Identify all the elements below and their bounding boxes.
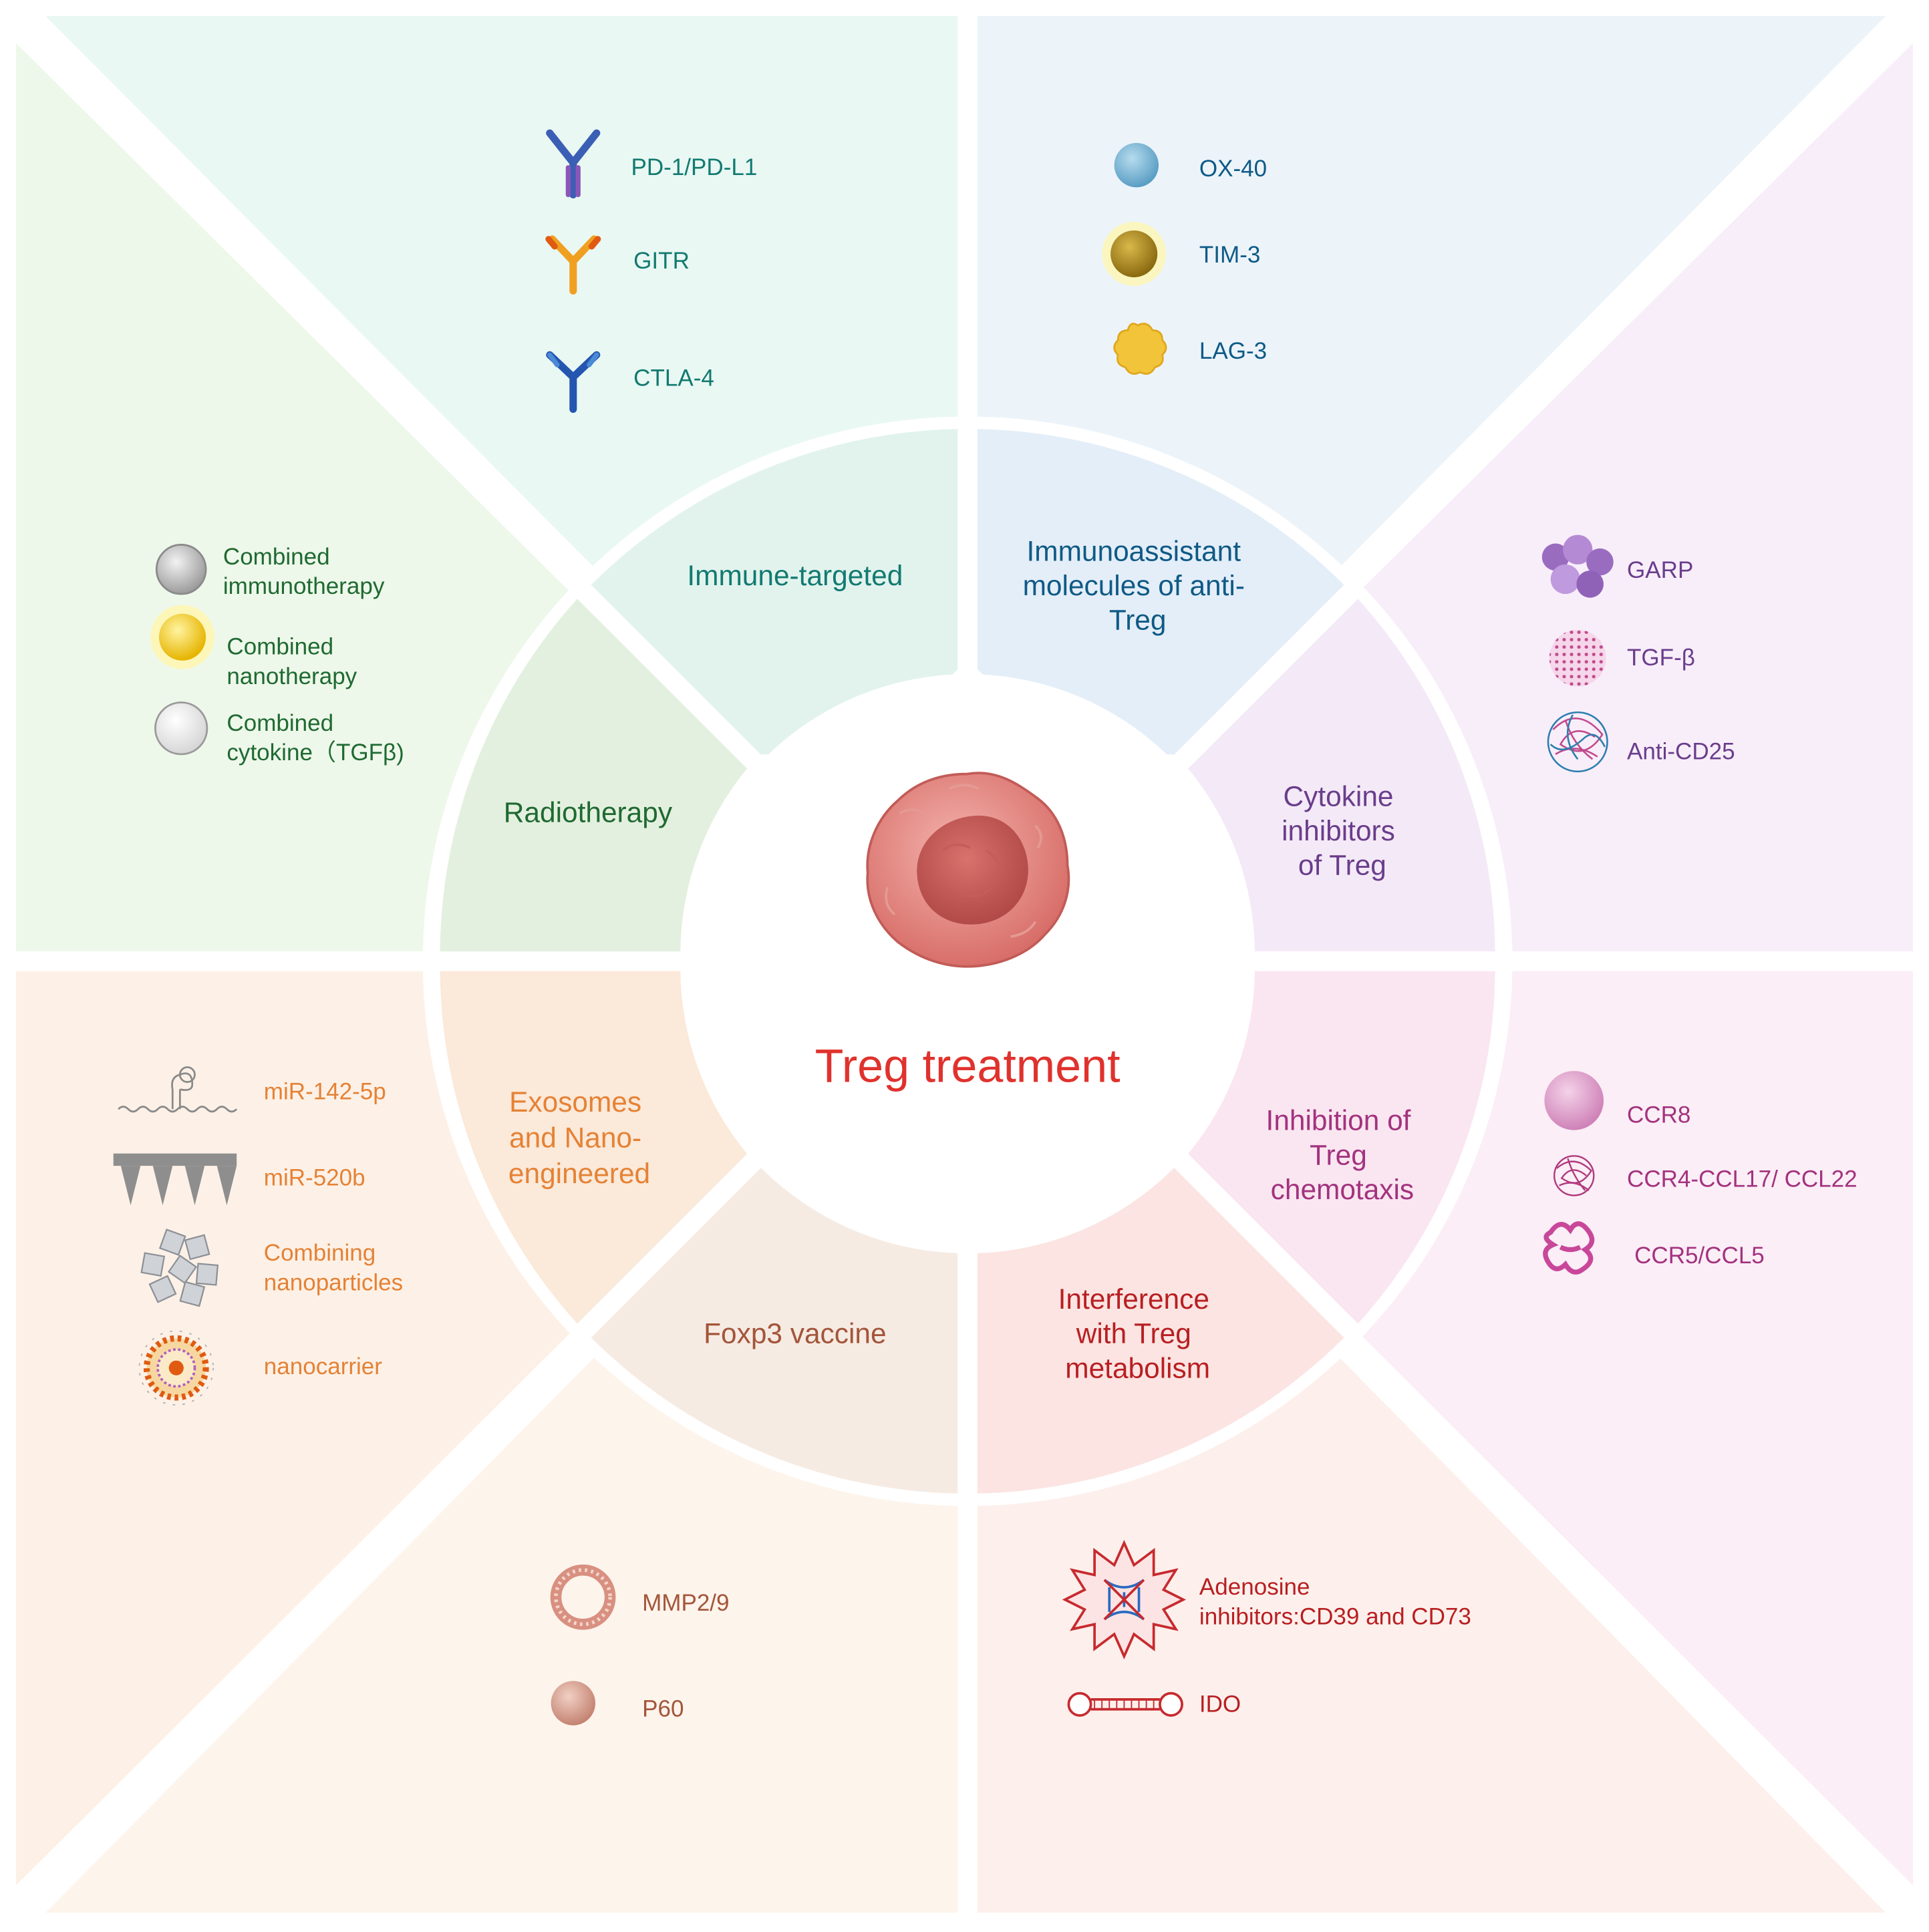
blue-sphere-icon [1114, 142, 1159, 188]
yellow-blob-icon [1113, 323, 1167, 375]
ring-segment-foxp3 [591, 1168, 958, 1494]
dumbbell-rna-icon [1067, 1692, 1183, 1717]
ring-segment-chemotaxis [1188, 971, 1495, 1324]
category-label-assistant: Immunoassistant molecules of anti- Treg [1023, 535, 1253, 635]
item-label-garp: GARP [1627, 557, 1693, 583]
assistant-items: OX-40 TIM-3 LAG-3 [1102, 142, 1267, 375]
item-label-ctla4: CTLA-4 [633, 365, 714, 391]
ring-segment-metabolism [977, 1168, 1344, 1494]
cytokine-items: GARP TGF-β Anti-CD25 [1541, 534, 1735, 773]
ring-segment-cytokine [1188, 599, 1495, 952]
ring-segment-exosome [440, 971, 748, 1324]
item-label-nanotherapy: Combined nanotherapy [227, 634, 357, 689]
metabolism-items: Adenosine inhibitors:CD39 and CD73 IDO [1062, 1540, 1471, 1717]
antibody-orange-icon [545, 235, 601, 295]
item-label-mmp: MMP2/9 [642, 1590, 729, 1616]
item-label-nanocarrier: nanocarrier [264, 1353, 383, 1380]
tumor-cell-icon [866, 772, 1070, 968]
category-label-cytokine: Cytokine inhibitors of Treg [1282, 780, 1403, 880]
coiled-chain-icon [1543, 1221, 1595, 1275]
item-label-mir142: miR-142-5p [264, 1078, 386, 1104]
white-sphere-icon [154, 701, 208, 756]
item-label-ccr4: CCR4-CCL17/ CCL22 [1627, 1166, 1858, 1192]
item-label-ido: IDO [1199, 1691, 1241, 1717]
yellow-sphere-icon [150, 605, 214, 669]
rna-hairpin-icon [118, 1066, 238, 1113]
ring-icon [550, 1564, 616, 1630]
microneedle-icon [113, 1153, 237, 1206]
item-label-ccr8: CCR8 [1627, 1102, 1690, 1128]
category-label-immune: Immune-targeted [687, 560, 903, 591]
item-label-mir520: miR-520b [264, 1165, 365, 1191]
protein-cluster-icon [1541, 534, 1614, 598]
ring-segment-immune [591, 429, 958, 755]
category-label-foxp3: Foxp3 vaccine [704, 1318, 886, 1349]
category-label-radio: Radiotherapy [504, 796, 673, 828]
item-label-p60: P60 [642, 1696, 684, 1722]
item-label-anticd25: Anti-CD25 [1627, 738, 1735, 764]
tangled-sphere-icon [1553, 1155, 1595, 1196]
dotted-sphere-icon [1549, 629, 1606, 687]
item-label-immunotherapy: Combined immunotherapy [223, 544, 385, 599]
item-label-cytokine-tgfb: Combined cytokine（TGFβ) [227, 710, 404, 766]
brown-sphere-icon [551, 1681, 596, 1726]
center-title: Treg treatment [815, 1040, 1121, 1092]
chemotaxis-items: CCR8 CCR4-CCL17/ CCL22 CCR5/CCL5 [1543, 1071, 1858, 1275]
item-label-tim3: TIM-3 [1199, 242, 1260, 268]
spiky-cell-dna-icon [1062, 1540, 1187, 1659]
ring-segment-assistant [977, 429, 1344, 755]
item-label-pd1: PD-1/PD-L1 [631, 154, 758, 180]
item-label-tgfb: TGF-β [1627, 645, 1695, 671]
item-label-lag3: LAG-3 [1199, 338, 1267, 364]
category-label-exosome: Exosomes and Nano- engineered [508, 1086, 650, 1189]
exosome-items: miR-142-5p miR-520b Combining nanopartic… [113, 1066, 403, 1406]
immune-items: PD-1/PD-L1 GITR CTLA-4 [545, 129, 758, 413]
item-label-ox40: OX-40 [1199, 156, 1267, 182]
cube-cluster-icon [140, 1229, 219, 1307]
gold-sphere-icon [1102, 222, 1167, 286]
mesh-sphere-icon [1547, 711, 1608, 773]
pink-sphere-icon [1544, 1071, 1604, 1130]
category-label-metabolism: Interference with Treg metabolism [1058, 1283, 1217, 1384]
item-label-adenosine: Adenosine inhibitors:CD39 and CD73 [1199, 1574, 1471, 1629]
nanocarrier-icon [138, 1330, 214, 1406]
antibody-blue-icon [546, 351, 601, 413]
antibody-purple-icon [546, 129, 601, 199]
radio-items: Combined immunotherapy Combined nanother… [150, 544, 404, 766]
category-label-chemotaxis: Inhibition of Treg chemotaxis [1266, 1105, 1419, 1205]
item-label-ccr5: CCR5/CCL5 [1634, 1243, 1765, 1269]
item-label-gitr: GITR [633, 248, 690, 274]
grey-sphere-icon [155, 543, 207, 595]
item-label-nanoparticles: Combining nanoparticles [264, 1240, 403, 1295]
foxp3-items: MMP2/9 P60 [550, 1564, 730, 1726]
ring-segment-radio [440, 599, 748, 952]
